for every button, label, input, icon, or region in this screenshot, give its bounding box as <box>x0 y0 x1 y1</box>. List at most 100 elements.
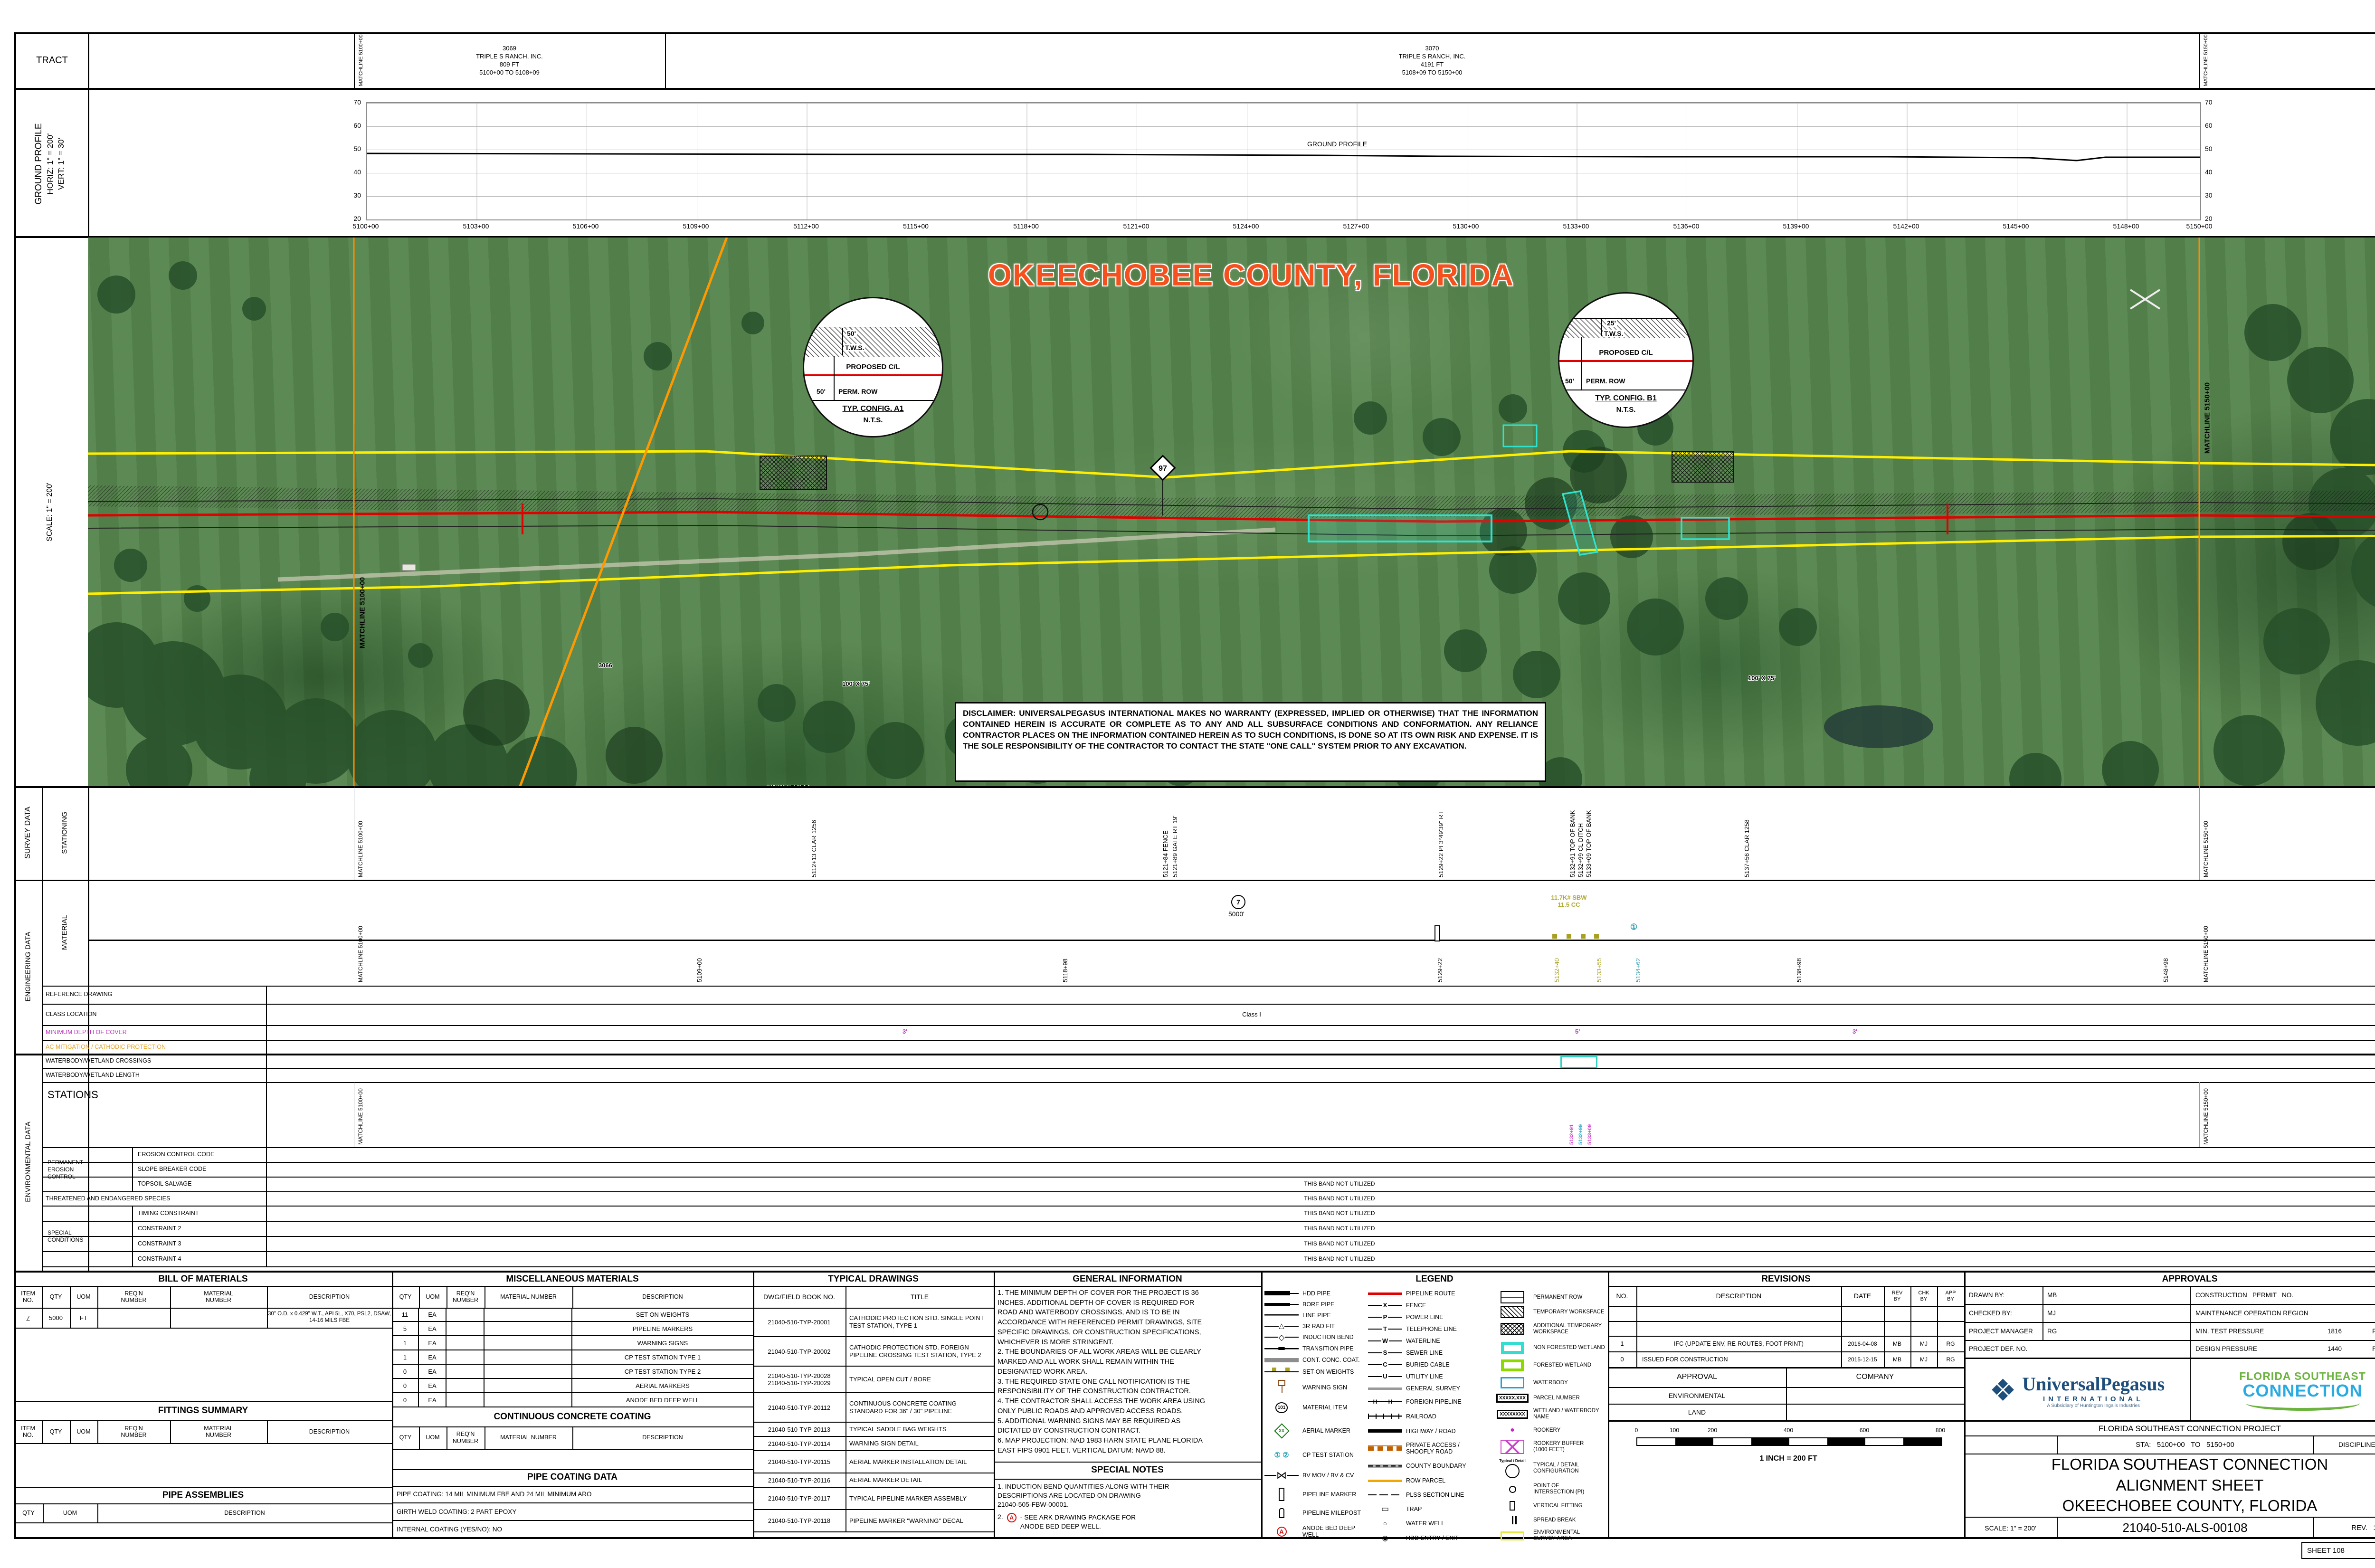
survey-station-label: 5137+56 CLAR 1258 <box>1743 819 1750 877</box>
legend-symbol-icon <box>1368 1531 1402 1545</box>
misc-desc: PIPELINE MARKERS <box>632 1325 693 1332</box>
titleblock-title-line2: ALIGNMENT SHEET <box>2116 1476 2264 1494</box>
legend-symbol-icon <box>1495 1513 1530 1527</box>
approvals-value: MB <box>2047 1291 2057 1299</box>
approvals-value: MJ <box>2047 1309 2056 1317</box>
x-tick: 5130+00 <box>1453 222 1479 230</box>
map-disclaimer: DISCLAIMER: UNIVERSALPEGASUS INTERNATION… <box>955 702 1546 782</box>
approvals-right-unit: PSI <box>2372 1327 2375 1335</box>
rev-no: 1 <box>1620 1340 1624 1347</box>
typ-dwg-title: CATHODIC PROTECTION STD. FOREIGN PIPELIN… <box>849 1344 981 1359</box>
tract-range: 5108+09 TO 5150+00 <box>1402 68 1463 76</box>
x-tick: 5115+00 <box>903 222 929 230</box>
scalebar <box>1636 1437 1942 1446</box>
proposed-cl-line <box>804 374 942 376</box>
legend-item: TRAP <box>1368 1502 1491 1516</box>
class-location-value: Class I <box>1242 1011 1261 1018</box>
legend-symbol-icon: Typical / Detail <box>1495 1457 1530 1479</box>
titleblock-scale: SCALE: 1" = 200' <box>1985 1524 2036 1532</box>
scalebar-tick: 100 <box>1669 1427 1680 1434</box>
rev-by: MB <box>1893 1356 1901 1363</box>
legend-symbol-icon <box>1368 1488 1402 1501</box>
rev-chk: MJ <box>1920 1356 1928 1363</box>
legend-item: XXXXXXXX WETLAND / WATERBODY NAME <box>1495 1405 1606 1423</box>
legend-symbol-icon <box>1495 1290 1530 1304</box>
row-constraint-4: CONSTRAINT 4 <box>138 1255 181 1262</box>
misc-row: 1 EA WARNING SIGNS <box>392 1336 753 1350</box>
legend-label: ENVIRONMENTAL SURVEY AREA <box>1533 1530 1580 1541</box>
y-tick: 70 <box>2205 98 2213 106</box>
misc-row: 11 EA SET ON WEIGHTS <box>392 1308 753 1322</box>
legend-symbol-icon <box>1264 1467 1299 1484</box>
band-note: THIS BAND NOT UTILIZED <box>1304 1180 1375 1187</box>
x-tick: 5139+00 <box>1783 222 1809 230</box>
pipe-coating-row: INTERNAL COATING (YES/NO): NO <box>392 1521 753 1539</box>
legend-item: P POWER LINE <box>1368 1311 1491 1322</box>
legend-label: PARCEL NUMBER <box>1533 1395 1580 1401</box>
legend-label: GENERAL SURVEY <box>1406 1385 1460 1392</box>
parcel-line-diagonal <box>519 238 728 786</box>
row-ac-mitigation: AC MITIGATION / CATHODIC PROTECTION <box>46 1044 166 1050</box>
legend-item: PIPELINE MARKER <box>1264 1485 1365 1504</box>
legend-symbol-icon: H H <box>1368 1395 1402 1408</box>
misc-title: MISCELLANEOUS MATERIALS <box>506 1274 639 1284</box>
typ-dwg-no: 21040-510-TYP-20115 <box>768 1458 831 1465</box>
misc-row: 0 EA ANODE BED DEEP WELL <box>392 1393 753 1407</box>
engineering-section-label: ENGINEERING DATA <box>24 931 32 1002</box>
legend-symbol-icon <box>1264 1444 1299 1466</box>
legend-item: LINE PIPE <box>1264 1310 1365 1320</box>
survey-matchline-right: MATCHLINE 5150+00 <box>2203 821 2209 877</box>
svg-text:97: 97 <box>1159 465 1167 473</box>
misc-matnum <box>484 1365 572 1378</box>
legend-label: POWER LINE <box>1406 1313 1444 1321</box>
typ-config-name: TYP. CONFIG. A1 <box>842 405 904 413</box>
material-station-label: 5109+00 <box>696 958 703 982</box>
row-constraint-3: CONSTRAINT 3 <box>138 1240 181 1247</box>
approvals-label: DRAWN BY: <box>1969 1291 2005 1299</box>
legend-label: ROW PARCEL <box>1406 1477 1446 1484</box>
misc-matnum <box>484 1379 572 1392</box>
special-note-1: 1. INDUCTION BEND QUANTITIES ALONG WITH … <box>998 1482 1169 1508</box>
tract-owner: TRIPLE S RANCH, INC. <box>1398 53 1466 60</box>
bom-header: REQ'N NUMBER <box>121 1290 147 1303</box>
ccc-header: QTY <box>399 1434 412 1441</box>
universalpegasus-diamond-icon: ❖ <box>1989 1373 2017 1407</box>
legend-item: TRANSITION PIPE <box>1264 1343 1365 1354</box>
legend-item: BV MOV / BV & CV <box>1264 1467 1365 1484</box>
legend-label: CONT. CONC. COAT. <box>1302 1357 1360 1363</box>
bom-header: MATERIAL NUMBER <box>204 1290 233 1303</box>
wetland-outline-small <box>1681 517 1730 540</box>
legend-item: HDD ENTRY / EXIT <box>1368 1531 1491 1545</box>
legend-symbol-icon <box>1368 1409 1402 1423</box>
survey-station-label: 5133+09 TOP OF BANK <box>1585 810 1592 877</box>
rev-by: MB <box>1893 1340 1901 1347</box>
y-tick: 60 <box>353 122 361 129</box>
scalebar-tick: 200 <box>1707 1427 1718 1434</box>
pipe-coating-text: PIPE COATING: 14 MIL MINIMUM FBE AND 24 … <box>397 1491 592 1498</box>
legend-label: SEWER LINE <box>1406 1349 1443 1356</box>
legend-item: COUNTY BOUNDARY <box>1368 1459 1491 1473</box>
typ-dwg-title: TYPICAL PIPELINE MARKER ASSEMBLY <box>849 1494 967 1502</box>
unnamed-road <box>277 527 1276 582</box>
bom-header: DESCRIPTION <box>309 1293 350 1300</box>
legend-item: GENERAL SURVEY <box>1368 1383 1491 1394</box>
y-tick: 60 <box>2205 122 2213 129</box>
row-minimum-depth: MINIMUM DEPTH OF COVER <box>46 1029 127 1036</box>
misc-row: 0 EA AERIAL MARKERS <box>392 1379 753 1393</box>
legend-label: COUNTY BOUNDARY <box>1406 1463 1466 1469</box>
material-station-label: 5118+98 <box>1062 958 1069 982</box>
pipe-coating-rows: PIPE COATING: 14 MIL MINIMUM FBE AND 24 … <box>392 1486 753 1539</box>
pipe-assemblies-title: PIPE ASSEMBLIES <box>162 1490 244 1500</box>
legend-label: SET-ON WEIGHTS <box>1302 1368 1354 1375</box>
y-tick: 40 <box>353 168 361 176</box>
titleblock-sta: STA: 5100+00 TO 5150+00 <box>2136 1440 2234 1449</box>
x-tick: 5103+00 <box>463 222 489 230</box>
material-station-label: 5138+98 <box>1796 958 1803 982</box>
legend-label: VERTICAL FITTING <box>1533 1502 1583 1509</box>
legend-item: ENVIRONMENTAL SURVEY AREA <box>1495 1528 1606 1544</box>
rev-app: RG <box>1946 1340 1955 1347</box>
tract-number: 3070 <box>1425 45 1439 52</box>
map-label: 100' X 75' <box>842 680 870 687</box>
map-matchline-right: MATCHLINE 5150+00 <box>2203 382 2212 454</box>
profile-section-label: GROUND PROFILE HORIZ: 1" = 200' VERT: 1"… <box>33 123 67 204</box>
